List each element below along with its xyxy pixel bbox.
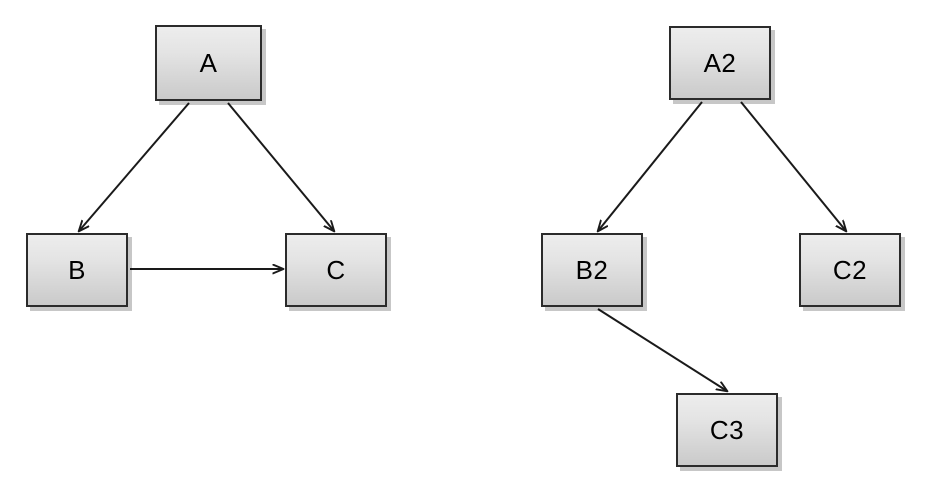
node-c2-label: C2 (832, 254, 868, 285)
node-b2-label: B2 (575, 254, 609, 285)
edge-a-c (227, 102, 334, 231)
edge-b2-c3 (597, 308, 727, 391)
edge-a2-b2 (598, 101, 703, 231)
node-a-label: A (199, 47, 218, 78)
edge-a-b (79, 102, 190, 231)
node-c3[interactable]: C3 (676, 393, 778, 467)
node-c[interactable]: C (285, 233, 387, 307)
node-b-label: B (68, 254, 86, 285)
node-a2-label: A2 (703, 47, 737, 78)
edges-group (79, 101, 846, 391)
node-a[interactable]: A (155, 25, 262, 101)
node-b[interactable]: B (26, 233, 128, 307)
node-c3-label: C3 (709, 414, 745, 445)
node-c2[interactable]: C2 (799, 233, 901, 307)
node-b2[interactable]: B2 (541, 233, 643, 307)
edge-a2-c2 (740, 101, 846, 231)
node-a2[interactable]: A2 (669, 26, 771, 100)
node-c-label: C (326, 254, 346, 285)
